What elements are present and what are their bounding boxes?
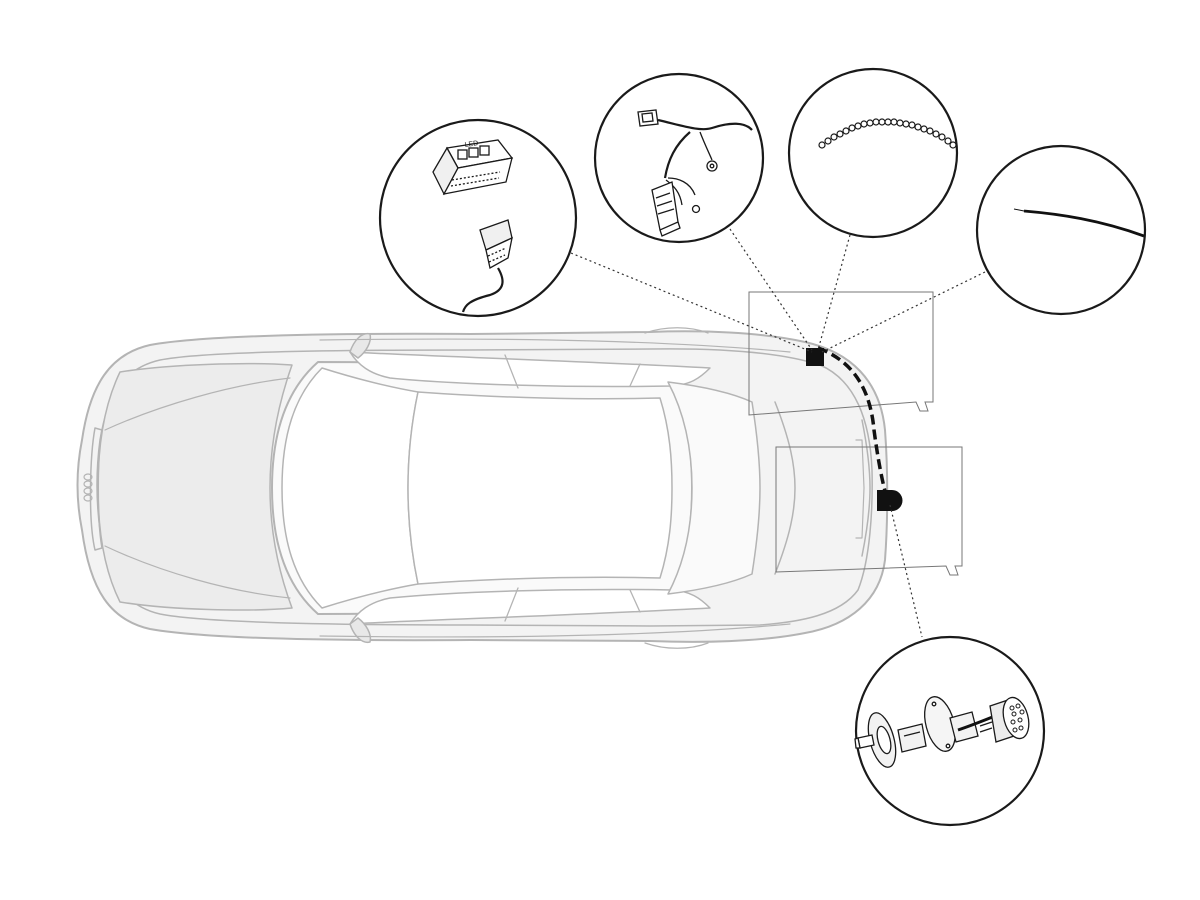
rear-bumper-line xyxy=(861,419,871,557)
front-badge-icon xyxy=(83,473,93,502)
single-wire-icon xyxy=(1013,208,1145,238)
rear-plate-area xyxy=(855,439,865,539)
callout-wire xyxy=(975,144,1147,316)
leader-line-wire xyxy=(821,271,986,353)
trailer-socket-marker-icon xyxy=(877,490,903,511)
car-top-view-icon xyxy=(76,327,889,649)
led-module-label: LED xyxy=(464,140,478,149)
hood-crease-bottom xyxy=(104,545,291,599)
c-pillar-left xyxy=(629,363,641,387)
callout-circle-tube xyxy=(787,67,959,239)
leader-line-socket xyxy=(889,504,923,638)
windshield xyxy=(281,367,419,609)
leader-line-harness xyxy=(729,228,813,351)
leader-lines xyxy=(570,228,986,638)
callout-circle-harness xyxy=(593,72,765,244)
corrugated-tube-icon xyxy=(818,118,957,149)
callout-circle-led-module xyxy=(378,118,578,318)
side-line-top xyxy=(319,338,791,353)
callout-led-module: LED xyxy=(378,118,578,318)
rear-arch-bottom xyxy=(644,642,709,649)
trailer-socket-icon xyxy=(854,696,1030,768)
callout-circle-wire xyxy=(975,144,1147,316)
callout-tube xyxy=(787,67,959,239)
front-grille xyxy=(89,427,103,551)
trunk-lid xyxy=(774,401,796,575)
rear-window xyxy=(667,381,761,595)
b-pillar-right xyxy=(504,587,519,622)
car-hood xyxy=(97,362,293,611)
detail-frames xyxy=(748,291,963,576)
rear-arch-top xyxy=(644,327,709,334)
led-control-module-icon xyxy=(432,139,514,313)
hood-crease-top xyxy=(104,377,291,431)
callout-harness xyxy=(593,72,765,244)
leader-line-led-module xyxy=(570,252,813,353)
callout-socket xyxy=(854,635,1046,827)
c-pillar-right xyxy=(629,589,641,613)
module-box-icon xyxy=(806,348,824,366)
cable-route xyxy=(817,346,888,496)
side-line-bottom xyxy=(319,623,791,638)
detail-frame-upper xyxy=(748,291,934,416)
detail-frame-lower xyxy=(775,446,963,576)
car-roof xyxy=(407,391,673,585)
wiring-harness-icon xyxy=(637,109,753,237)
b-pillar-left xyxy=(504,354,519,389)
